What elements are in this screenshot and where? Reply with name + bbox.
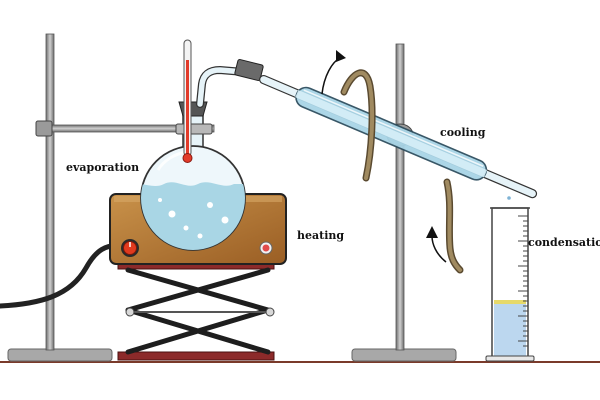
flask-clamp <box>175 123 213 135</box>
left-stand-clamp-boss <box>35 120 53 137</box>
lift-bottom-plate <box>117 351 275 361</box>
left-ring-stand <box>7 33 215 362</box>
left-stand-rod <box>45 33 55 351</box>
right-stand-base <box>351 348 457 362</box>
cylinder-foot <box>485 355 535 362</box>
thermometer-bulb <box>182 153 193 163</box>
graduated-cylinder <box>485 207 535 362</box>
thermometer-mercury <box>186 60 189 154</box>
flow-arrow-icon <box>321 50 346 95</box>
adapter-joint <box>234 59 264 81</box>
evaporation-label: evaporation <box>66 161 140 174</box>
flow-arrow-icon <box>426 226 447 263</box>
cylinder-graduations <box>518 215 528 347</box>
cylinder-distillate <box>494 303 526 356</box>
heating-label: heating <box>297 229 345 242</box>
right-stand-rod <box>395 43 405 351</box>
side-arm-adapter <box>196 59 264 108</box>
cooling-label: cooling <box>440 126 486 139</box>
cylinder-distillate-surface <box>494 300 526 304</box>
scissor-lift <box>117 261 275 361</box>
distillate-drip <box>507 196 511 200</box>
condensation-label: condensation <box>528 236 600 249</box>
left-stand-base <box>7 348 113 362</box>
liebig-condenser <box>259 74 538 199</box>
thermometer <box>182 39 193 163</box>
power-cable <box>0 243 125 309</box>
